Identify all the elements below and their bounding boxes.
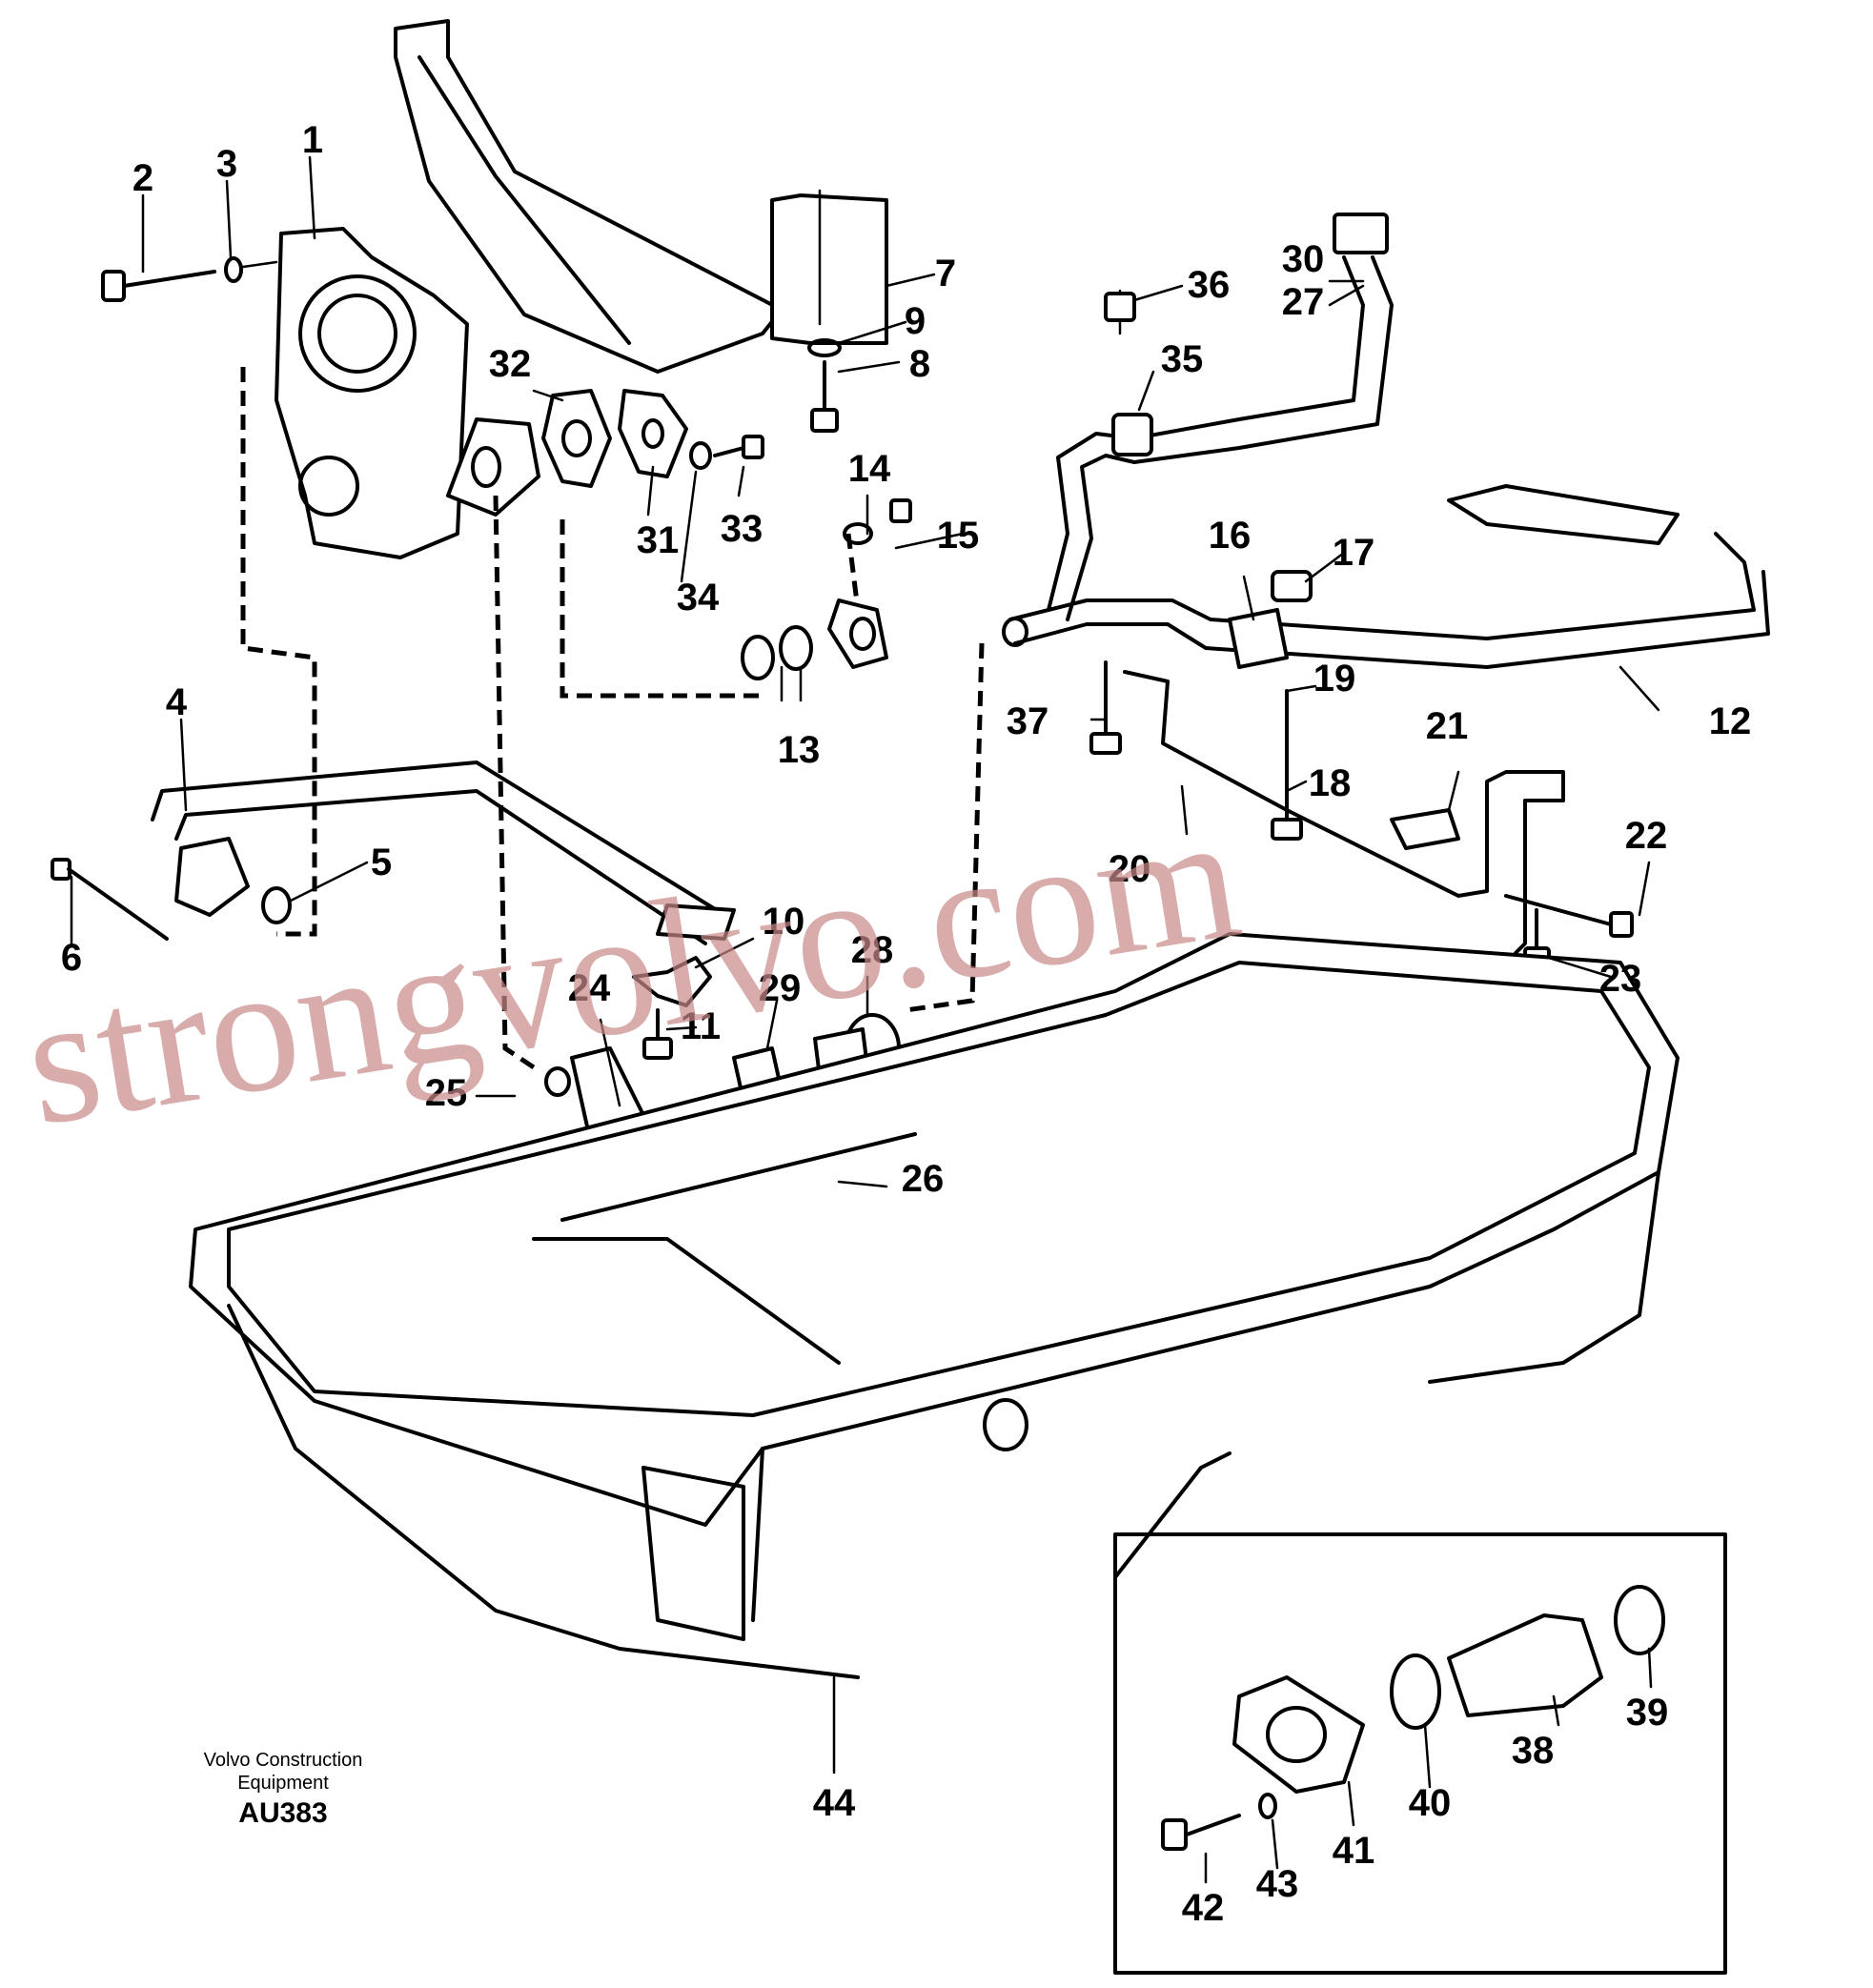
- callout-28: 28: [851, 929, 894, 971]
- callout-35: 35: [1161, 338, 1204, 380]
- callout-24: 24: [568, 967, 611, 1009]
- callout-29: 29: [759, 967, 802, 1009]
- support-bracket: [394, 19, 888, 374]
- callout-20: 20: [1109, 848, 1151, 890]
- callout-18: 18: [1309, 762, 1352, 804]
- callout-30: 30: [1282, 238, 1325, 280]
- callout-4: 4: [166, 681, 188, 723]
- brand-line-1: Volvo Construction: [204, 1750, 363, 1771]
- bent-pipe: [1047, 213, 1394, 621]
- callout-41: 41: [1333, 1830, 1375, 1872]
- bolt-6: [51, 858, 169, 941]
- oil-pump: [275, 227, 540, 559]
- callout-12: 12: [1709, 700, 1752, 742]
- callout-6: 6: [61, 937, 82, 979]
- callout-5: 5: [371, 842, 392, 883]
- inset-detail-box: [1113, 1451, 1727, 1975]
- callout-17: 17: [1333, 532, 1375, 574]
- callout-25: 25: [425, 1072, 468, 1114]
- callout-1: 1: [302, 119, 323, 161]
- callout-32: 32: [489, 343, 532, 385]
- callout-37: 37: [1007, 700, 1049, 742]
- callout-11: 11: [681, 1005, 721, 1047]
- callout-10: 10: [763, 901, 805, 943]
- bolt-2: [101, 256, 278, 302]
- callout-7: 7: [935, 253, 956, 294]
- callout-33: 33: [721, 508, 763, 550]
- callout-9: 9: [905, 300, 926, 342]
- callout-21: 21: [1426, 705, 1469, 747]
- callout-22: 22: [1625, 815, 1668, 857]
- callout-26: 26: [902, 1158, 945, 1200]
- callout-15: 15: [937, 515, 980, 557]
- flange-gaskets: [541, 389, 764, 488]
- dashed-leader-lines: [240, 367, 985, 1070]
- brand-line-2: Equipment: [237, 1773, 329, 1794]
- callout-14: 14: [848, 448, 891, 490]
- bolt-8: [807, 338, 842, 433]
- small-bracket-21: [1390, 808, 1460, 850]
- callout-38: 38: [1512, 1730, 1555, 1772]
- callout-36: 36: [1188, 264, 1231, 306]
- callout-34: 34: [677, 577, 720, 619]
- callout-2: 2: [132, 157, 153, 199]
- callout-13: 13: [778, 729, 821, 771]
- callout-44: 44: [813, 1782, 856, 1824]
- callout-8: 8: [909, 343, 930, 385]
- callout-39: 39: [1626, 1692, 1669, 1734]
- callout-27: 27: [1282, 281, 1325, 323]
- pipe-clamp: [1228, 570, 1313, 669]
- callout-19: 19: [1313, 658, 1356, 700]
- pressure-pipe: [1002, 484, 1770, 669]
- screws: [1089, 289, 1303, 841]
- oil-sump: [189, 932, 1680, 1679]
- callout-40: 40: [1409, 1782, 1452, 1824]
- suction-pipe: [151, 761, 736, 945]
- flange-and-seals: [741, 498, 912, 680]
- pipe-bracket: [1123, 670, 1565, 955]
- figure-code: AU383: [238, 1797, 327, 1829]
- callout-43: 43: [1256, 1863, 1299, 1905]
- callout-3: 3: [216, 143, 237, 185]
- clip-and-bolt: [632, 956, 712, 1060]
- callout-23: 23: [1599, 958, 1642, 1000]
- callout-42: 42: [1182, 1887, 1225, 1929]
- callout-31: 31: [637, 519, 680, 561]
- leader-lines: [70, 155, 1660, 1775]
- callout-16: 16: [1209, 515, 1252, 557]
